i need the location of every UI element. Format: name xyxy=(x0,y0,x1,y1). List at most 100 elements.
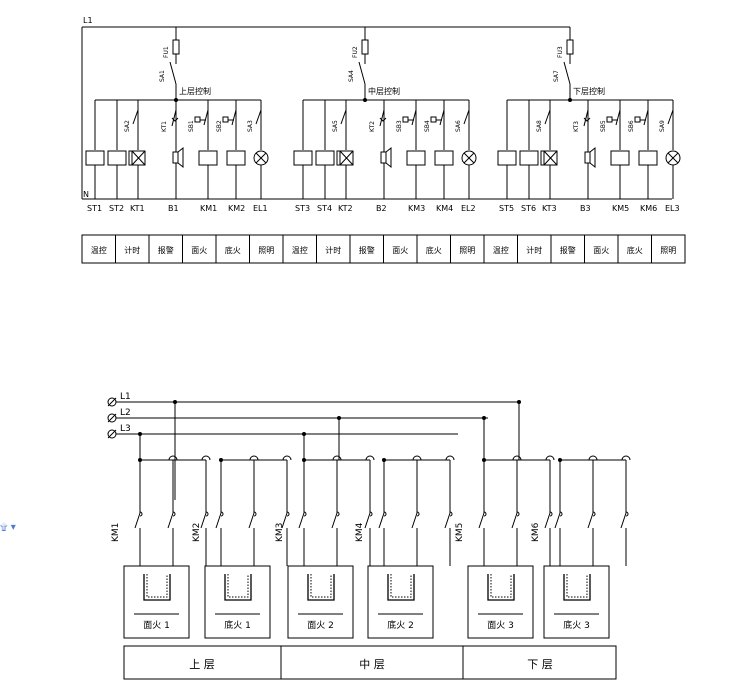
function-cell: 计时 xyxy=(325,245,341,255)
function-cell: 报警 xyxy=(158,245,174,255)
contactor-label: KM3 xyxy=(275,523,285,542)
heater-box xyxy=(367,565,434,639)
coil-icon xyxy=(610,150,630,199)
coil-icon xyxy=(85,150,105,199)
section-title: 中层控制 xyxy=(368,86,400,96)
heater-label: 底火 3 xyxy=(563,619,590,631)
heating-element-icon xyxy=(563,574,591,601)
coil-icon xyxy=(406,150,426,199)
margin-marker-icon: ۩ ▾ xyxy=(0,522,16,533)
branch-st1: ST1 xyxy=(85,100,105,213)
element-label: ST4 xyxy=(317,204,332,213)
heater-4: 底火 2 xyxy=(367,565,434,639)
fuse-label: FU1 xyxy=(163,46,170,58)
line-bridge xyxy=(168,455,178,461)
contactor-km1: KM1 xyxy=(111,455,211,566)
push-button-label: SB6 xyxy=(628,120,635,132)
heater-3: 面火 2 xyxy=(287,565,354,639)
bottom-switch-label: SA9 xyxy=(659,120,666,132)
function-cell: 面火 xyxy=(191,246,207,255)
push-button-icon xyxy=(222,116,229,123)
element-label: KM5 xyxy=(612,204,629,213)
timer-switch-label: SA5 xyxy=(332,120,339,132)
contactor-label: KM6 xyxy=(531,522,541,542)
element-label: EL2 xyxy=(461,204,476,213)
element-label: ST1 xyxy=(87,204,102,213)
heater-6: 底火 3 xyxy=(543,565,610,639)
timer-contact-label: KT1 xyxy=(161,121,168,132)
lamp-icon xyxy=(253,150,269,199)
coil-icon xyxy=(293,150,313,199)
push-button-icon xyxy=(194,116,201,123)
element-label: KM1 xyxy=(200,204,217,213)
buzzer-icon xyxy=(584,146,596,199)
phase-drops xyxy=(138,400,521,500)
element-label: KT3 xyxy=(542,204,557,213)
layer-table: 上 层中 层下 层 xyxy=(123,645,617,680)
phase-l1-label: L1 xyxy=(120,392,131,402)
coil-icon xyxy=(434,150,454,199)
line-bridge xyxy=(201,455,211,461)
heating-element-icon xyxy=(307,574,335,601)
timer-contact-mark xyxy=(171,117,179,122)
contactor-km3: KM3 xyxy=(275,455,375,566)
timer-coil-icon xyxy=(540,150,558,199)
line-bridge xyxy=(445,455,455,461)
line-bridge xyxy=(588,455,598,461)
coil-icon xyxy=(497,150,517,199)
section-title: 上层控制 xyxy=(179,86,211,96)
line-bridge xyxy=(545,455,555,461)
function-cell: 温控 xyxy=(292,245,308,255)
function-cell: 计时 xyxy=(124,245,140,255)
function-cell: 面火 xyxy=(593,246,609,255)
function-cell: 报警 xyxy=(359,245,375,255)
element-label: KM4 xyxy=(436,204,453,213)
element-label: KM3 xyxy=(408,204,425,213)
fuse-label: FU3 xyxy=(557,46,564,58)
function-cell: 底火 xyxy=(225,245,241,255)
element-label: ST6 xyxy=(521,204,536,213)
heater-label: 面火 2 xyxy=(307,620,334,631)
heater-box xyxy=(287,565,354,639)
lamp-icon xyxy=(665,150,681,199)
branch-st2: ST2 xyxy=(107,100,127,213)
line-bridge xyxy=(512,455,522,461)
element-label: KT1 xyxy=(130,204,145,213)
fuse-fu3 xyxy=(566,39,574,55)
element-label: B1 xyxy=(168,204,179,213)
function-cell: 面火 xyxy=(392,246,408,255)
function-cell: 底火 xyxy=(627,245,643,255)
push-button-icon xyxy=(606,116,613,123)
heating-element-icon xyxy=(143,574,171,601)
heating-element-icon xyxy=(487,574,515,601)
contactor-label: KM4 xyxy=(355,522,365,542)
buzzer-icon xyxy=(380,146,392,199)
layer-label: 上 层 xyxy=(189,658,215,671)
neutral-label: N xyxy=(83,190,89,199)
branch-st4: ST4 xyxy=(315,100,335,213)
element-label: KM6 xyxy=(640,204,657,213)
heater-box xyxy=(467,565,534,639)
line-bridge xyxy=(412,455,422,461)
contactor-label: KM2 xyxy=(192,523,202,542)
element-label: ST3 xyxy=(295,204,310,213)
contactor-km6: KM6 xyxy=(531,455,631,566)
branch-st6: ST6 xyxy=(519,100,539,213)
heater-box xyxy=(543,565,610,639)
element-label: B2 xyxy=(376,204,387,213)
heater-label: 面火 1 xyxy=(143,620,170,631)
line-bridge xyxy=(249,455,259,461)
